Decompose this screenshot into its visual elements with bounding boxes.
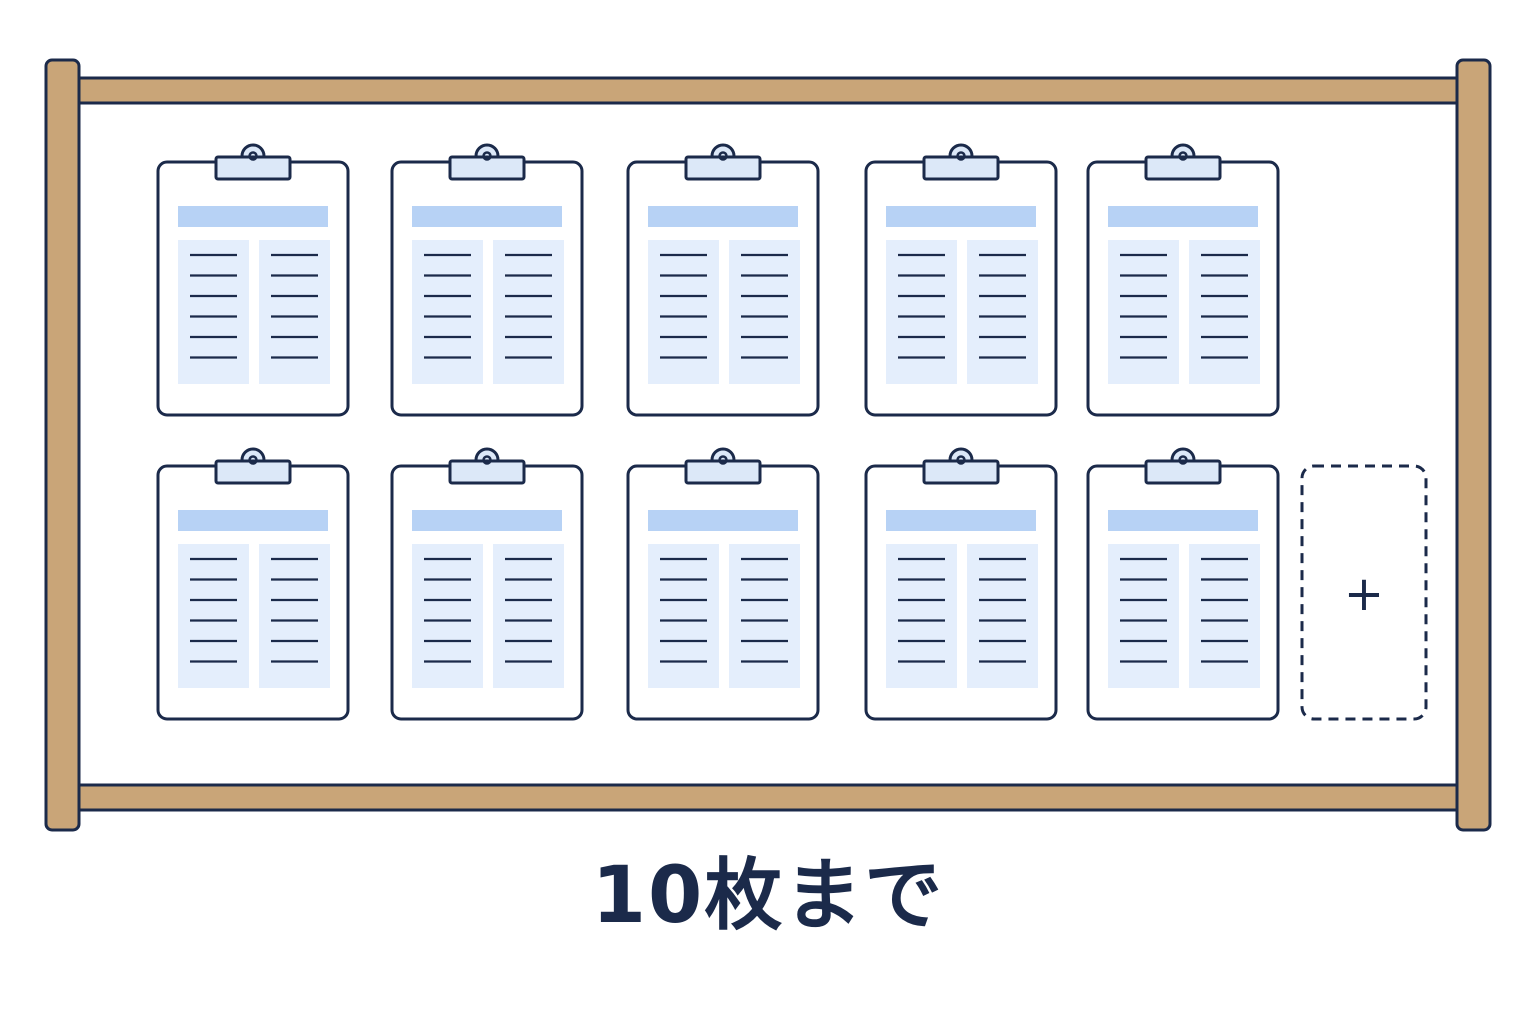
frame-top-rail <box>64 76 1472 105</box>
clip-hole <box>248 151 258 161</box>
sheet-column <box>1108 544 1179 688</box>
sheet-column <box>1108 240 1179 384</box>
sheet-column <box>412 240 483 384</box>
sheet-header-bar <box>412 206 562 227</box>
sheet-column <box>493 240 564 384</box>
sheet-column <box>259 240 330 384</box>
sheet-header-bar <box>648 510 798 531</box>
frame-left-post <box>44 58 81 832</box>
clip-hole <box>482 455 492 465</box>
sheet-column <box>259 544 330 688</box>
sheet-column <box>1189 544 1260 688</box>
clipboard-sheet <box>864 143 1058 417</box>
clip-hole <box>1178 151 1188 161</box>
clipboard-sheet <box>156 143 350 417</box>
sheet-header-bar <box>1108 206 1258 227</box>
clipboard-sheet <box>1086 447 1280 721</box>
sheet-column <box>1189 240 1260 384</box>
sheet-column <box>412 544 483 688</box>
clipboard-sheet <box>626 447 820 721</box>
clipboard-clip <box>448 155 526 181</box>
clip-hole <box>248 455 258 465</box>
clipboard-sheet <box>390 447 584 721</box>
clipboard-sheet <box>156 447 350 721</box>
sheet-header-bar <box>1108 510 1258 531</box>
frame-right-post <box>1455 58 1492 832</box>
clipboard-sheet <box>864 447 1058 721</box>
sheet-column <box>178 544 249 688</box>
sheet-column <box>178 240 249 384</box>
sheet-header-bar <box>886 206 1036 227</box>
clipboard-clip <box>922 155 1000 181</box>
clipboard-clip <box>448 459 526 485</box>
add-slot-dashed-box[interactable] <box>1300 464 1428 721</box>
sheet-header-bar <box>178 510 328 531</box>
sheet-column <box>729 240 800 384</box>
plus-icon[interactable]: + <box>1344 566 1384 622</box>
clipboard-grid <box>156 143 1280 721</box>
clipboard-clip <box>214 155 292 181</box>
sheet-column <box>886 240 957 384</box>
clip-hole <box>482 151 492 161</box>
clip-hole <box>1178 455 1188 465</box>
clip-hole <box>956 151 966 161</box>
clipboard-sheet <box>626 143 820 417</box>
clipboard-clip <box>1144 459 1222 485</box>
sheet-column <box>648 544 719 688</box>
sheet-column <box>648 240 719 384</box>
clipboard-clip <box>214 459 292 485</box>
clip-hole <box>718 455 728 465</box>
sheet-header-bar <box>886 510 1036 531</box>
clipboard-clip <box>684 155 762 181</box>
clipboard-clip <box>1144 155 1222 181</box>
frame-bottom-rail <box>64 783 1472 812</box>
add-sheet-slot[interactable]: + <box>1300 464 1428 721</box>
max-count-caption: 10枚まで <box>591 851 945 941</box>
sheet-header-bar <box>648 206 798 227</box>
sheet-column <box>967 544 1038 688</box>
sheet-header-bar <box>178 206 328 227</box>
sheet-column <box>493 544 564 688</box>
clipboard-clip <box>922 459 1000 485</box>
sheet-header-bar <box>412 510 562 531</box>
sheet-column <box>967 240 1038 384</box>
clip-hole <box>956 455 966 465</box>
sheet-column <box>729 544 800 688</box>
clipboard-sheet <box>1086 143 1280 417</box>
clipboard-clip <box>684 459 762 485</box>
sheet-column <box>886 544 957 688</box>
clip-hole <box>718 151 728 161</box>
clipboard-sheet <box>390 143 584 417</box>
